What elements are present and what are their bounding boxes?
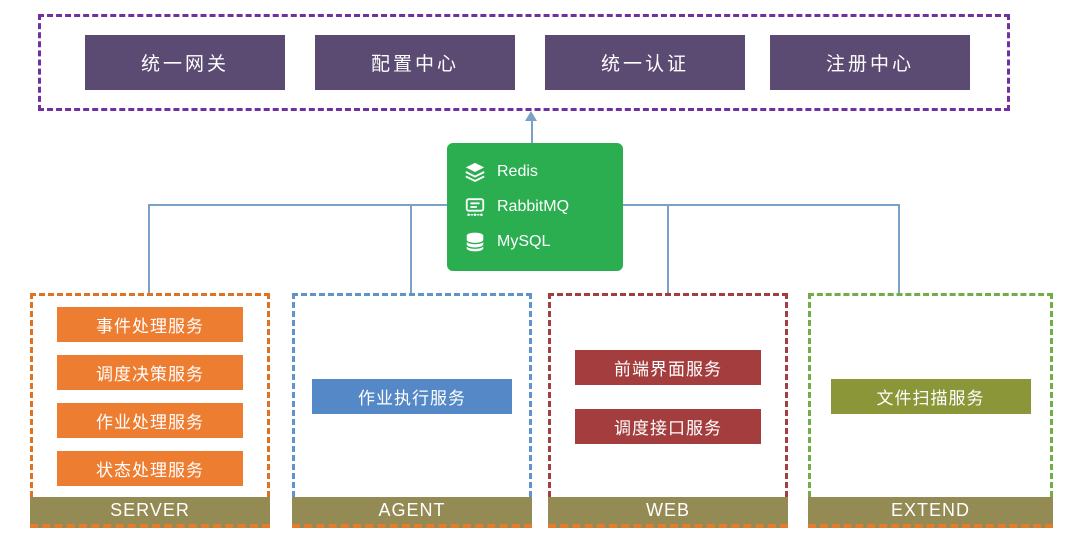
top-box-unified-auth: 统一认证 bbox=[545, 35, 745, 90]
service-box: 文件扫描服务 bbox=[830, 379, 1031, 414]
service-box: 调度接口服务 bbox=[575, 408, 761, 444]
group-extend: 文件扫描服务 bbox=[808, 293, 1053, 497]
rabbitmq-icon bbox=[463, 195, 487, 219]
middleware-row-rabbitmq: RabbitMQ bbox=[463, 195, 617, 219]
group-label-bar-agent: AGENT bbox=[292, 497, 532, 528]
up-arrow-icon bbox=[525, 111, 537, 121]
group-agent: 作业执行服务 bbox=[292, 293, 532, 497]
service-box: 事件处理服务 bbox=[57, 307, 243, 342]
group-server: 事件处理服务 调度决策服务 作业处理服务 状态处理服务 bbox=[30, 293, 270, 497]
top-box-registry-center: 注册中心 bbox=[770, 35, 970, 90]
top-panel: 统一网关 配置中心 统一认证 注册中心 bbox=[38, 14, 1010, 111]
service-box: 作业执行服务 bbox=[312, 379, 512, 414]
middleware-label: Redis bbox=[497, 163, 538, 180]
top-box-config-center: 配置中心 bbox=[315, 35, 515, 90]
middleware-row-mysql: MySQL bbox=[463, 230, 617, 254]
group-label-bar-server: SERVER bbox=[30, 497, 270, 528]
connector-drop-extend bbox=[898, 204, 900, 294]
group-web: 前端界面服务 调度接口服务 bbox=[548, 293, 788, 497]
top-box-unified-gateway: 统一网关 bbox=[85, 35, 285, 90]
group-label-bar-web: WEB bbox=[548, 497, 788, 528]
service-box: 前端界面服务 bbox=[575, 349, 761, 385]
connector-drop-server bbox=[148, 204, 150, 294]
connector-drop-web bbox=[667, 204, 669, 294]
connector-drop-agent bbox=[410, 204, 412, 294]
group-label-bar-extend: EXTEND bbox=[808, 497, 1053, 528]
middleware-row-redis: Redis bbox=[463, 160, 617, 184]
middleware-box: Redis RabbitMQ bbox=[447, 143, 623, 271]
mysql-icon bbox=[463, 230, 487, 254]
middleware-label: MySQL bbox=[497, 233, 551, 250]
service-box: 作业处理服务 bbox=[57, 403, 243, 438]
service-box: 状态处理服务 bbox=[57, 451, 243, 486]
service-box: 调度决策服务 bbox=[57, 355, 243, 390]
middleware-label: RabbitMQ bbox=[497, 198, 570, 215]
arrow-line-to-top-panel bbox=[531, 121, 533, 144]
redis-icon bbox=[463, 160, 487, 184]
